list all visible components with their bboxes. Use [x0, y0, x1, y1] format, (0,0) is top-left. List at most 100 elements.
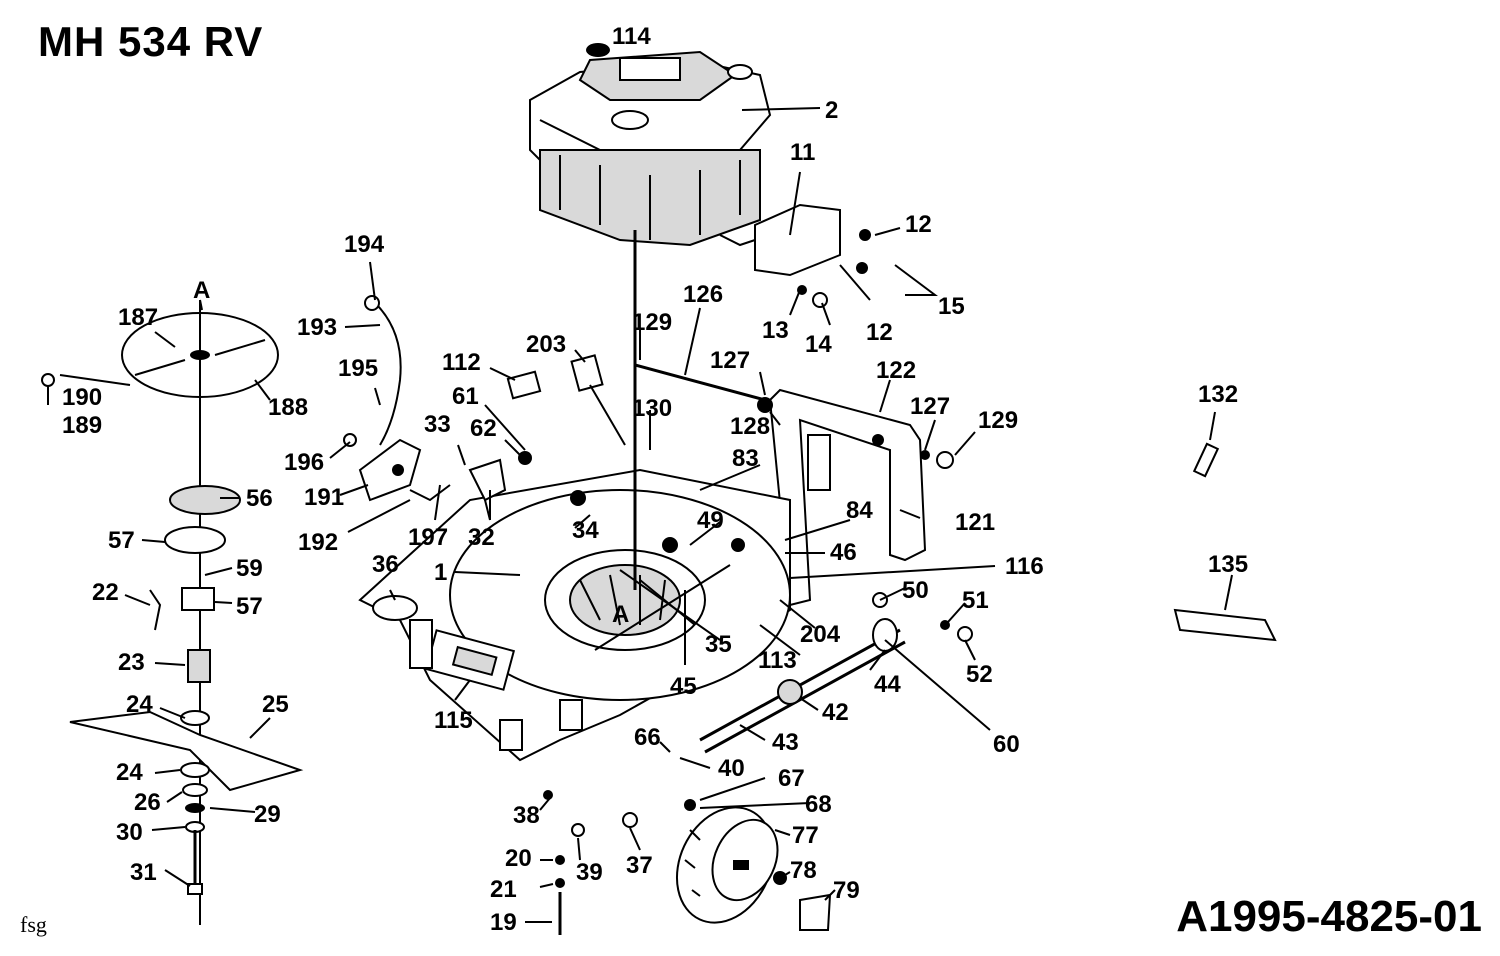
part-label: 49	[697, 507, 724, 534]
part-label: 1	[434, 559, 447, 586]
part-label: 195	[338, 355, 378, 382]
part-label: 79	[833, 877, 860, 904]
document-number: A1995-4825-01	[1176, 892, 1482, 941]
wheel-part	[675, 806, 832, 931]
part-label: 122	[876, 357, 916, 384]
part-label: 2	[825, 97, 838, 124]
part-label: 188	[268, 394, 308, 421]
part-label: 43	[772, 729, 799, 756]
part-label: 192	[298, 529, 338, 556]
part-label: 25	[262, 691, 289, 718]
part-label: 77	[792, 822, 819, 849]
part-label: 29	[254, 801, 281, 828]
part-label: 68	[805, 791, 832, 818]
part-label: 115	[434, 707, 473, 734]
part-label: 121	[955, 509, 995, 536]
part-label: 23	[118, 649, 145, 676]
part-label: 31	[130, 859, 157, 886]
part-labels: 114 2 11 12 15 13 14 12 194 193 195 187 …	[62, 23, 1248, 936]
part-label: 22	[92, 579, 119, 606]
part-label: 62	[470, 415, 497, 442]
model-title: MH 534 RV	[38, 18, 264, 65]
part-label: 12	[905, 211, 932, 238]
part-label: 15	[938, 293, 965, 320]
part-label: 61	[452, 383, 479, 410]
part-label: 36	[372, 551, 399, 578]
section-marker-top: A	[193, 277, 210, 304]
part-label: 84	[846, 497, 873, 524]
part-label: 203	[526, 331, 566, 358]
throttle-part	[358, 295, 507, 521]
part-label: 112	[442, 349, 481, 376]
part-label: 45	[670, 673, 697, 700]
part-label: 33	[424, 411, 451, 438]
part-label: 11	[790, 139, 815, 166]
section-marker-deck: A	[612, 601, 629, 628]
part-label: 52	[966, 661, 993, 688]
mower-deck-part	[358, 468, 791, 762]
part-label: 127	[910, 393, 950, 420]
cover-plate-part	[754, 203, 841, 277]
part-label: 129	[632, 309, 672, 336]
part-label: 56	[246, 485, 273, 512]
part-label: 78	[790, 857, 817, 884]
part-label: 132	[1198, 381, 1238, 408]
part-label: 129	[978, 407, 1018, 434]
decal-part	[506, 354, 1277, 642]
part-label: 50	[902, 577, 929, 604]
part-label: 60	[993, 731, 1020, 758]
part-label: 30	[116, 819, 143, 846]
part-label: 113	[758, 647, 797, 674]
part-label: 51	[962, 587, 989, 614]
hardware-part	[41, 229, 973, 935]
part-label: 14	[805, 331, 832, 358]
part-label: 127	[710, 347, 750, 374]
part-label: 190	[62, 384, 102, 411]
part-label: 191	[304, 484, 344, 511]
leader-lines	[59, 107, 1233, 923]
part-label: 126	[683, 281, 723, 308]
part-label: 67	[778, 765, 805, 792]
part-label: 21	[490, 876, 517, 903]
part-label: 24	[126, 691, 153, 718]
part-label: 189	[62, 412, 102, 439]
part-label: 83	[732, 445, 759, 472]
part-label: 197	[408, 524, 448, 551]
part-label: 59	[236, 555, 263, 582]
cover-cable	[719, 234, 756, 247]
part-label: 19	[490, 909, 517, 936]
part-label: 37	[626, 852, 653, 879]
part-label: 57	[236, 593, 263, 620]
part-label: 44	[874, 671, 901, 698]
part-label: 135	[1208, 551, 1248, 578]
part-label: 40	[718, 755, 745, 782]
part-label: 24	[116, 759, 143, 786]
part-label: 42	[822, 699, 849, 726]
part-label: 26	[134, 789, 161, 816]
part-label: 130	[632, 395, 672, 422]
part-label: 116	[1005, 553, 1044, 580]
part-label: 57	[108, 527, 135, 554]
part-label: 196	[284, 449, 324, 476]
part-label: 13	[762, 317, 789, 344]
part-label: 35	[705, 631, 732, 658]
part-label: 32	[468, 524, 495, 551]
part-label: 46	[830, 539, 857, 566]
part-label: 39	[576, 859, 603, 886]
engine-part	[529, 43, 772, 247]
part-label: 38	[513, 802, 540, 829]
part-label: 34	[572, 517, 599, 544]
part-label: 20	[505, 845, 532, 872]
part-label: 194	[344, 231, 385, 258]
part-label: 204	[800, 621, 841, 648]
part-label: 66	[634, 724, 661, 751]
blade-assembly-part	[69, 300, 304, 925]
part-label: 187	[118, 304, 158, 331]
part-label: 128	[730, 413, 770, 440]
part-label: 114	[612, 23, 651, 50]
handle-bar-part	[634, 363, 927, 607]
part-label: 12	[866, 319, 893, 346]
axle-part	[699, 618, 906, 754]
